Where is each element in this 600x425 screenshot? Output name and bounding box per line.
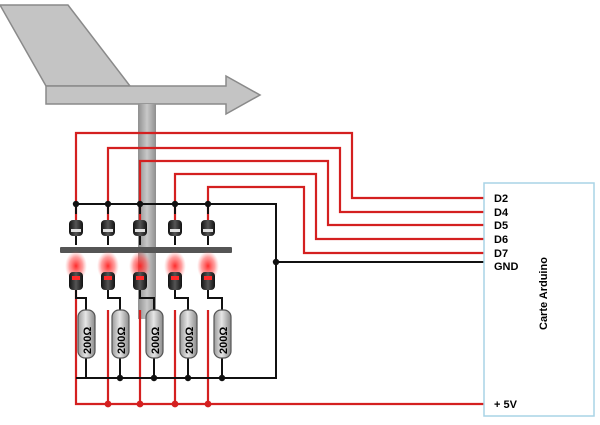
ir-emitter-icon — [69, 220, 83, 245]
resistor-label: 200Ω — [184, 327, 196, 354]
arduino-board: D2 D4 D5 D6 D7 GND + 5V Carte Arduino — [483, 182, 595, 417]
resistor-row: 200Ω 200Ω 200Ω 200Ω 200Ω — [77, 309, 232, 359]
resistor-icon: 200Ω — [179, 309, 198, 359]
ir-emitter-icon — [201, 220, 215, 245]
pin-label-5v: + 5V — [494, 399, 518, 411]
resistor-label: 200Ω — [116, 327, 128, 354]
receiver-row — [69, 272, 215, 290]
resistor-icon: 200Ω — [145, 309, 164, 359]
ground-wires — [75, 203, 484, 379]
encoder-disc — [60, 247, 232, 253]
pin-label-d4: D4 — [494, 207, 509, 219]
phototransistor-icon — [201, 272, 215, 290]
ir-emitter-icon — [133, 220, 147, 245]
resistor-label: 200Ω — [218, 327, 230, 354]
phototransistor-icon — [168, 272, 182, 290]
resistor-label: 200Ω — [82, 327, 94, 354]
phototransistor-icon — [101, 272, 115, 290]
ir-emitter-icon — [168, 220, 182, 245]
pin-label-d6: D6 — [494, 234, 508, 246]
pin-label-d2: D2 — [494, 193, 508, 205]
ir-emitter-icon — [101, 220, 115, 245]
resistor-icon: 200Ω — [213, 309, 232, 359]
signal-wires — [74, 131, 484, 406]
junction-dots — [72, 200, 280, 408]
pin-label-d5: D5 — [494, 220, 508, 232]
pin-label-gnd: GND — [494, 261, 519, 273]
resistor-icon: 200Ω — [111, 309, 130, 359]
phototransistor-icon — [69, 272, 83, 290]
weather-vane-icon — [0, 4, 262, 116]
phototransistor-icon — [133, 272, 147, 290]
resistor-icon: 200Ω — [77, 309, 96, 359]
resistor-label: 200Ω — [150, 327, 162, 354]
board-label: Carte Arduino — [538, 257, 550, 330]
pin-label-d7: D7 — [494, 248, 508, 260]
emitter-row — [69, 220, 215, 245]
